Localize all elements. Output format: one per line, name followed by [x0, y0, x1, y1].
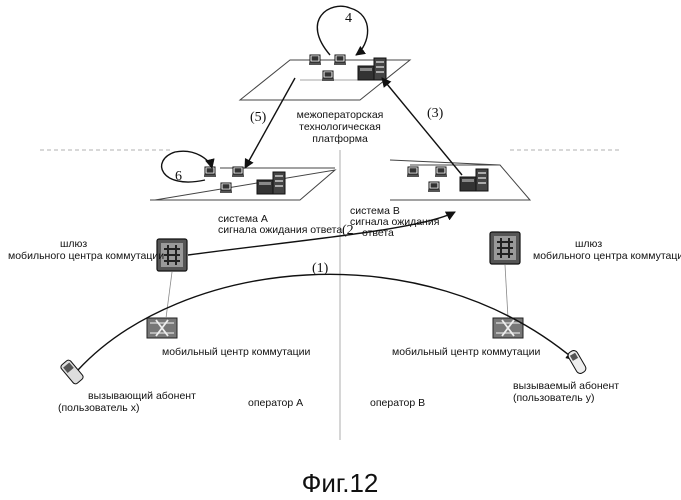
platform-pc-1-icon: [309, 55, 321, 65]
loop-step-6: [162, 151, 212, 182]
step-3-label: (3): [427, 106, 444, 121]
callee-label-line-1: вызываемый абонент: [513, 380, 619, 392]
system-b-plane: [390, 160, 530, 200]
system-a-pc-3-icon: [220, 183, 232, 193]
system-a-pc-1-icon: [204, 167, 216, 177]
figure-caption: Фиг.12: [302, 468, 379, 498]
system-b-label-line-3: ответа: [362, 227, 394, 239]
caller-label-line-2: (пользователь x): [58, 402, 139, 414]
step-1-label: (1): [312, 261, 329, 276]
step-6-label: 6: [175, 169, 182, 184]
system-b-pc-3-icon: [428, 182, 440, 192]
msc-left-label: мобильный центр коммутации: [162, 346, 311, 358]
callee-label-line-2: (пользователь y): [513, 392, 594, 404]
caller-label-line-1: вызывающий абонент: [88, 390, 196, 402]
gateway-left-label-line-2: мобильного центра коммутации: [8, 250, 164, 262]
callee-phone-icon: [567, 349, 588, 375]
loop-step-4: [317, 6, 367, 55]
link-gw-msc-left: [166, 272, 172, 318]
platform-pc-2-icon: [334, 55, 346, 65]
operator-a-label: оператор А: [248, 397, 303, 409]
system-b-pc-2-icon: [435, 167, 447, 177]
gateway-right-icon: [490, 232, 520, 264]
system-a-server-icon: [257, 172, 285, 194]
step-5-label: (5): [250, 110, 267, 125]
link-gw-msc-right: [505, 265, 508, 318]
platform-label-line-1: межоператорская: [297, 109, 384, 121]
msc-left-icon: [147, 318, 177, 338]
operator-b-label: оператор В: [370, 397, 425, 409]
gateway-right-label-line-2: мобильного центра коммутации: [533, 250, 681, 262]
platform-pc-3-icon: [322, 71, 334, 81]
msc-right-label: мобильный центр коммутации: [392, 346, 541, 358]
system-b-pc-1-icon: [407, 167, 419, 177]
caller-phone-icon: [60, 359, 85, 385]
platform-server-icon: [358, 58, 386, 80]
system-a-pc-2-icon: [232, 167, 244, 177]
platform-label-line-2: технологическая: [299, 121, 381, 133]
system-b-server-icon: [460, 169, 488, 191]
system-a-label-line-2: сигнала ожидания ответа: [218, 224, 342, 236]
platform-label-line-3: платформа: [312, 133, 368, 145]
platform-plane: [240, 55, 410, 100]
step-4-label: 4: [345, 11, 352, 26]
gateway-right-label-line-1: шлюз: [575, 238, 602, 250]
gateway-left-label-line-1: шлюз: [60, 238, 87, 250]
